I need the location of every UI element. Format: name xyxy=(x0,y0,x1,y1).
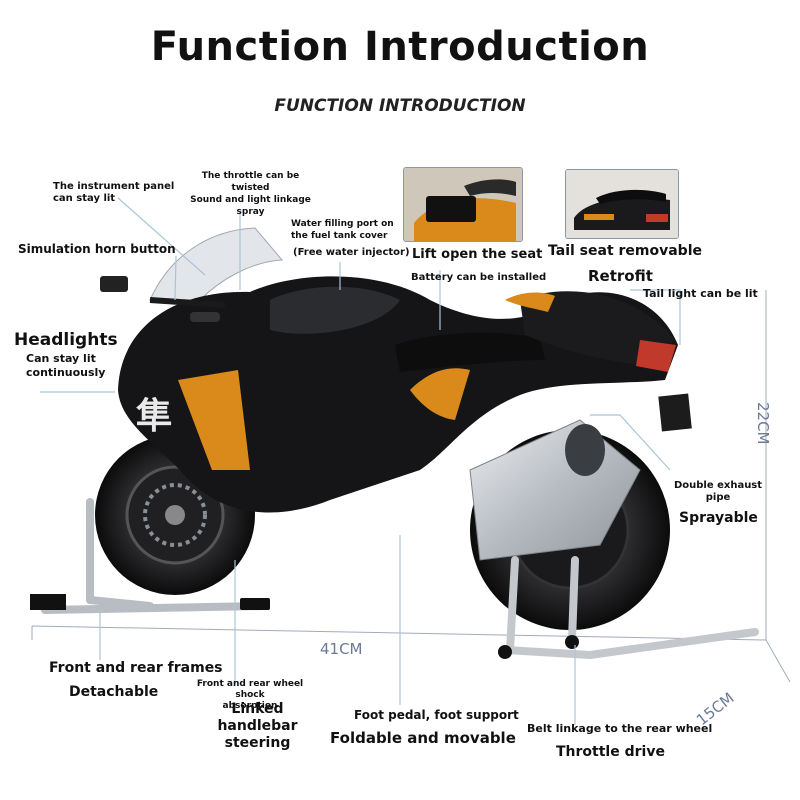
frames-callout: Front and rear frames xyxy=(49,660,223,676)
length-dimension: 41CM xyxy=(320,640,363,658)
tail-light-callout: Tail light can be lit xyxy=(643,287,758,300)
tail-seat-thumbnail xyxy=(565,169,679,239)
handlebar-callout: Linked handlebar steering xyxy=(217,701,298,751)
windscreen xyxy=(149,227,284,301)
front-paddock-stand xyxy=(41,498,269,614)
water-injector-callout: (Free water injector) xyxy=(293,247,410,258)
lift-seat-callout: Lift open the seat xyxy=(412,247,543,262)
instrument-panel-callout: The instrument panel can stay lit xyxy=(53,181,175,204)
page-subtitle: FUNCTION INTRODUCTION xyxy=(274,96,526,116)
shock-callout: Front and rear wheel shock absorption xyxy=(196,679,304,711)
horn-button-callout: Simulation horn button xyxy=(18,242,176,256)
height-dimension: 22CM xyxy=(754,402,772,445)
dimension-lines xyxy=(31,290,791,683)
belt-linkage-callout: Belt linkage to the rear wheel xyxy=(527,722,713,735)
throttle-drive-callout: Throttle drive xyxy=(556,744,665,760)
page-title: Function Introduction xyxy=(150,24,650,70)
retrofit-callout: Retrofit xyxy=(588,267,653,285)
orange-frame-accent xyxy=(178,370,250,470)
foldable-callout: Foldable and movable xyxy=(330,729,516,747)
headlights-callout: Headlights xyxy=(14,330,118,350)
tail-seat-callout: Tail seat removable xyxy=(548,243,702,259)
seat xyxy=(395,332,545,372)
seat-thumbnail xyxy=(403,167,523,242)
sprayable-callout: Sprayable xyxy=(679,510,758,526)
tail-section xyxy=(520,291,675,365)
tail-seat-illustration xyxy=(566,170,678,238)
callout-leader-lines xyxy=(40,197,681,725)
water-port-callout: Water filling port on the fuel tank cove… xyxy=(291,219,394,241)
throttle-callout: The throttle can be twisted Sound and li… xyxy=(190,171,311,217)
svg-text:隼: 隼 xyxy=(136,395,172,437)
headlights-sub-callout: Can stay lit continuously xyxy=(26,352,106,379)
exhaust-callout: Double exhaust pipe xyxy=(673,480,763,503)
battery-callout: Battery can be installed xyxy=(411,272,547,283)
seat-open-illustration xyxy=(404,168,522,241)
rear-paddock-stand xyxy=(501,556,759,659)
foot-pedal-callout: Foot pedal, foot support xyxy=(354,708,519,722)
detachable-callout: Detachable xyxy=(69,684,159,700)
